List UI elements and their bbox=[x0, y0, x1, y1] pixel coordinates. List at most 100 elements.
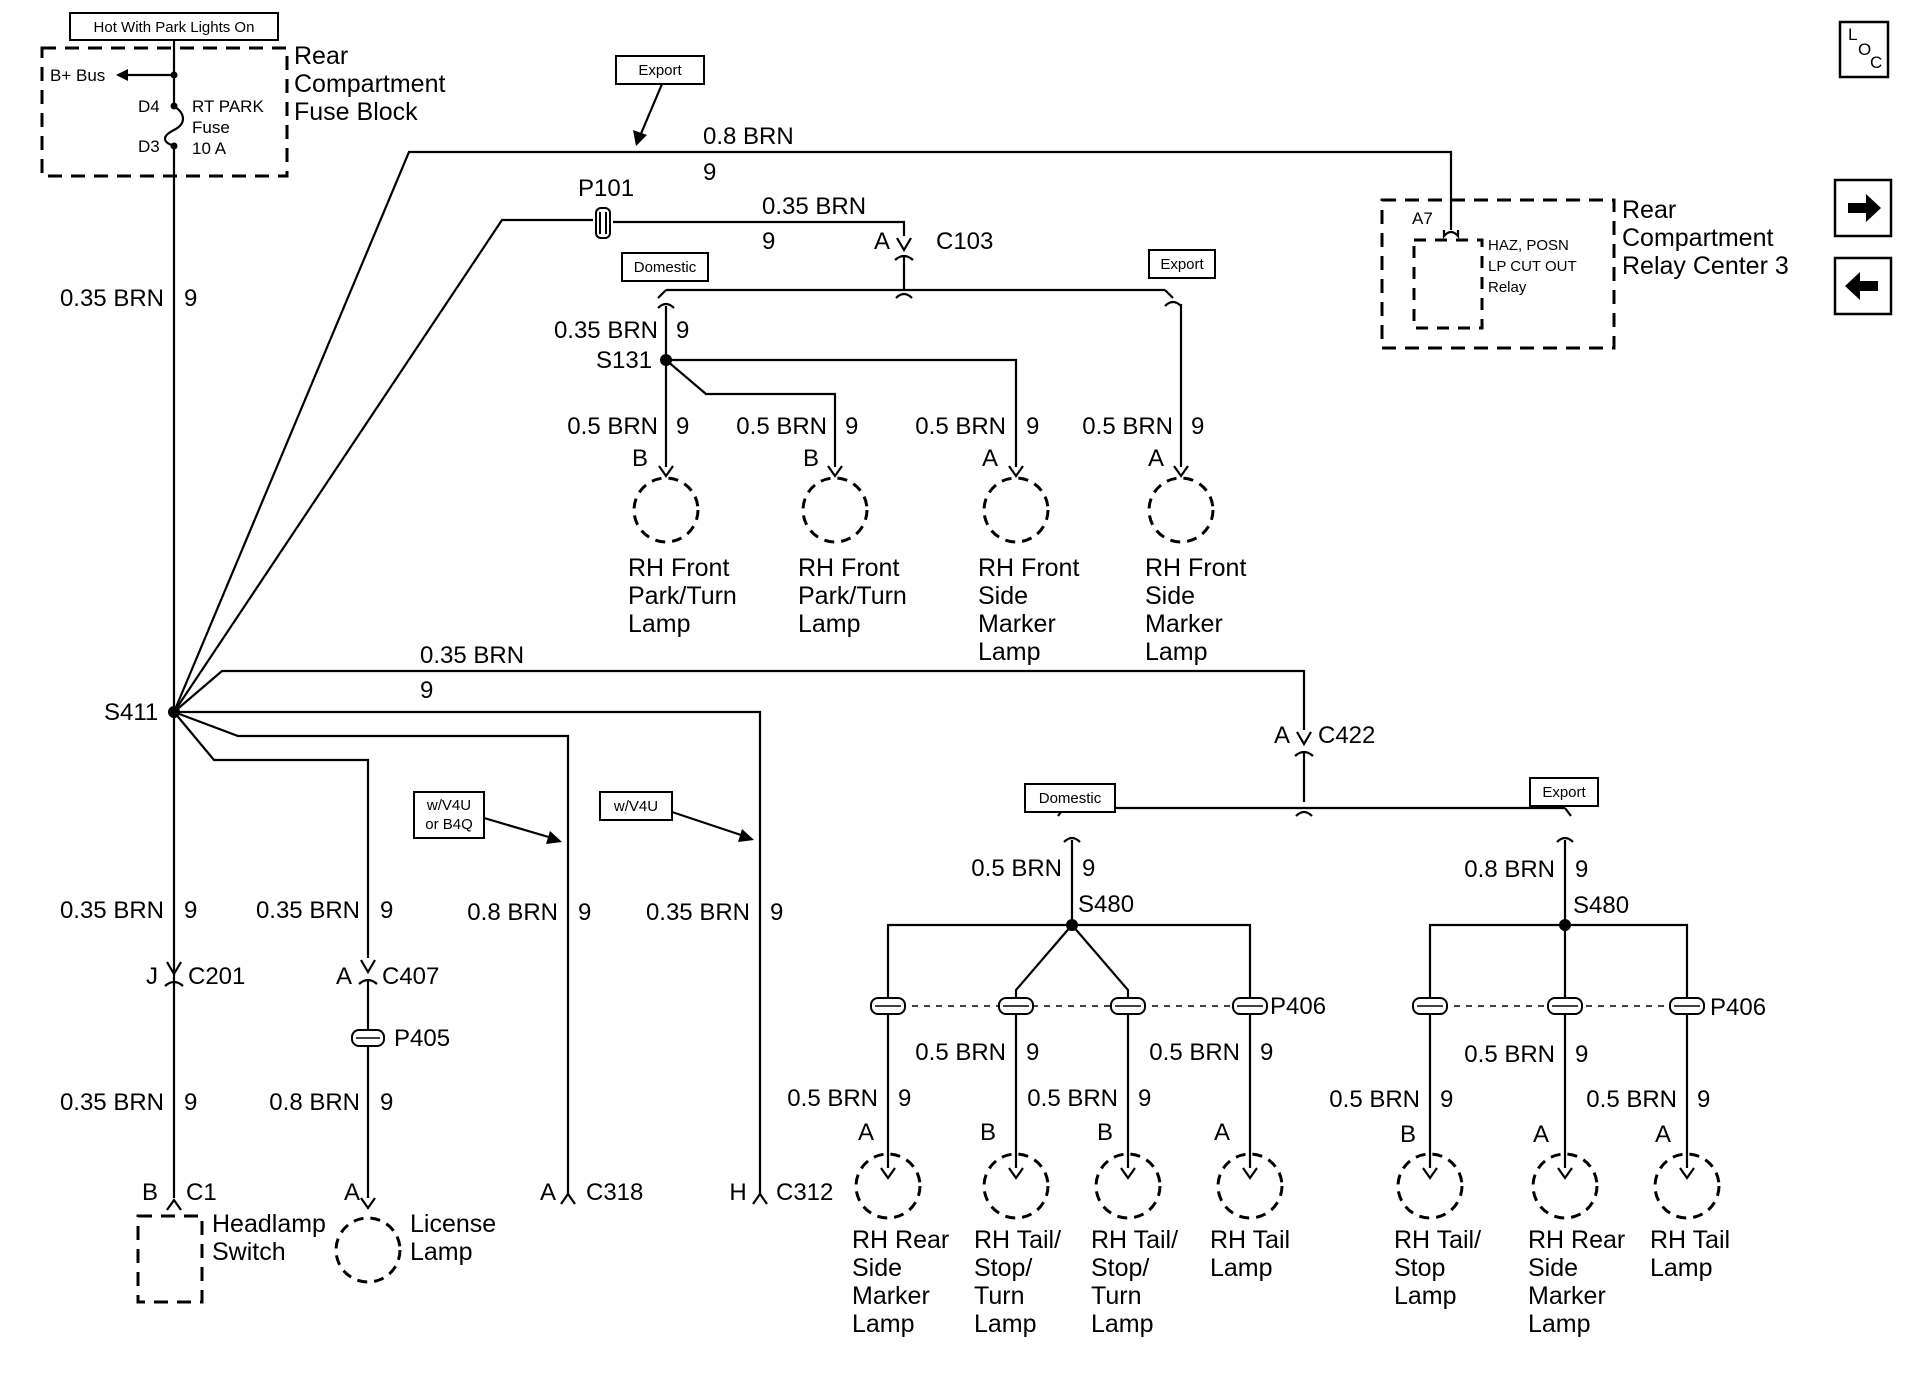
svg-text:0.35 BRN: 0.35 BRN bbox=[256, 897, 360, 924]
svg-text:9: 9 bbox=[184, 1089, 197, 1116]
s131-in-wire-circuit: 9 bbox=[676, 317, 689, 344]
svg-text:J: J bbox=[146, 963, 158, 990]
v4u-label-box bbox=[599, 791, 673, 821]
export-label-box-front bbox=[1148, 249, 1216, 279]
svg-text:B: B bbox=[803, 445, 819, 472]
svg-text:A: A bbox=[1214, 1119, 1230, 1146]
c422-pin: A bbox=[1274, 722, 1290, 749]
domestic-label-box-top bbox=[621, 252, 709, 282]
fuse-pin-out: D3 bbox=[138, 137, 160, 156]
svg-text:9: 9 bbox=[1697, 1086, 1710, 1113]
svg-text:0.5 BRN: 0.5 BRN bbox=[915, 1039, 1006, 1066]
fuse-block-outline bbox=[40, 46, 289, 178]
svg-text:9: 9 bbox=[1026, 1039, 1039, 1066]
c407-label: C407 bbox=[382, 963, 439, 990]
p101-label: P101 bbox=[578, 175, 634, 202]
svg-text:9: 9 bbox=[380, 1089, 393, 1116]
svg-text:0.5 BRN: 0.5 BRN bbox=[736, 413, 827, 440]
svg-text:0.35 BRN: 0.35 BRN bbox=[646, 899, 750, 926]
rear-wire-circuit: 9 bbox=[420, 677, 433, 704]
svg-text:9: 9 bbox=[676, 413, 689, 440]
svg-text:0.5 BRN: 0.5 BRN bbox=[1586, 1086, 1677, 1113]
export-label-rear: Export bbox=[1542, 784, 1586, 801]
svg-text:0.5 BRN: 0.5 BRN bbox=[1329, 1086, 1420, 1113]
svg-text:0.5 BRN: 0.5 BRN bbox=[1027, 1085, 1118, 1112]
p101-wire-circuit: 9 bbox=[762, 228, 775, 255]
p405-label: P405 bbox=[394, 1025, 450, 1052]
svg-text:C: C bbox=[1870, 53, 1882, 72]
v4u-label: w/V4U bbox=[613, 798, 658, 815]
hot-label: Hot With Park Lights On bbox=[94, 19, 255, 36]
next-page-icon[interactable] bbox=[1833, 178, 1893, 238]
loc-icon[interactable]: L O C bbox=[1838, 20, 1890, 79]
s131-in-wire-label: 0.35 BRN bbox=[554, 317, 658, 344]
svg-text:A: A bbox=[982, 445, 998, 472]
c103-label: C103 bbox=[936, 228, 993, 255]
svg-text:9: 9 bbox=[898, 1085, 911, 1112]
svg-text:9: 9 bbox=[184, 897, 197, 924]
connector-p101 bbox=[595, 207, 611, 239]
svg-text:9: 9 bbox=[380, 897, 393, 924]
c312-label: C312 bbox=[776, 1179, 833, 1206]
svg-text:0.5 BRN: 0.5 BRN bbox=[1464, 1041, 1555, 1068]
export-label-front: Export bbox=[1160, 256, 1204, 273]
svg-text:9: 9 bbox=[578, 899, 591, 926]
prev-page-icon[interactable] bbox=[1833, 256, 1893, 316]
svg-text:A: A bbox=[344, 1179, 360, 1206]
svg-text:9: 9 bbox=[1191, 413, 1204, 440]
svg-text:9: 9 bbox=[845, 413, 858, 440]
svg-text:A: A bbox=[1148, 445, 1164, 472]
svg-text:A: A bbox=[336, 963, 352, 990]
headlamp-switch bbox=[136, 1214, 204, 1304]
svg-text:0.5 BRN: 0.5 BRN bbox=[787, 1085, 878, 1112]
svg-text:9: 9 bbox=[1575, 856, 1588, 883]
svg-text:B: B bbox=[980, 1119, 996, 1146]
svg-text:0.5 BRN: 0.5 BRN bbox=[915, 413, 1006, 440]
relay-wire-circuit: 9 bbox=[703, 159, 716, 186]
domestic-label-rear: Domestic bbox=[1039, 790, 1102, 807]
svg-text:9: 9 bbox=[1082, 855, 1095, 882]
svg-text:0.35 BRN: 0.35 BRN bbox=[60, 1089, 164, 1116]
svg-text:A: A bbox=[540, 1179, 556, 1206]
domestic-label-top: Domestic bbox=[634, 259, 697, 276]
connector-p405 bbox=[351, 1029, 385, 1047]
bus-label: B+ Bus bbox=[50, 66, 105, 85]
c318-label: C318 bbox=[586, 1179, 643, 1206]
svg-text:9: 9 bbox=[1138, 1085, 1151, 1112]
v4u-b4q-label-box bbox=[413, 791, 485, 839]
svg-text:9: 9 bbox=[1440, 1086, 1453, 1113]
svg-text:0.5 BRN: 0.5 BRN bbox=[1149, 1039, 1240, 1066]
c103-pin: A bbox=[874, 228, 890, 255]
export-label-top: Export bbox=[638, 62, 682, 79]
splice-s131-label: S131 bbox=[596, 347, 652, 374]
svg-text:B: B bbox=[1097, 1119, 1113, 1146]
svg-text:0.8 BRN: 0.8 BRN bbox=[467, 899, 558, 926]
fuse-pin-in: D4 bbox=[138, 97, 160, 116]
svg-text:B: B bbox=[632, 445, 648, 472]
c201-label: C201 bbox=[188, 963, 245, 990]
splice-s411-label: S411 bbox=[104, 699, 158, 726]
export-label-box-top bbox=[615, 55, 705, 85]
